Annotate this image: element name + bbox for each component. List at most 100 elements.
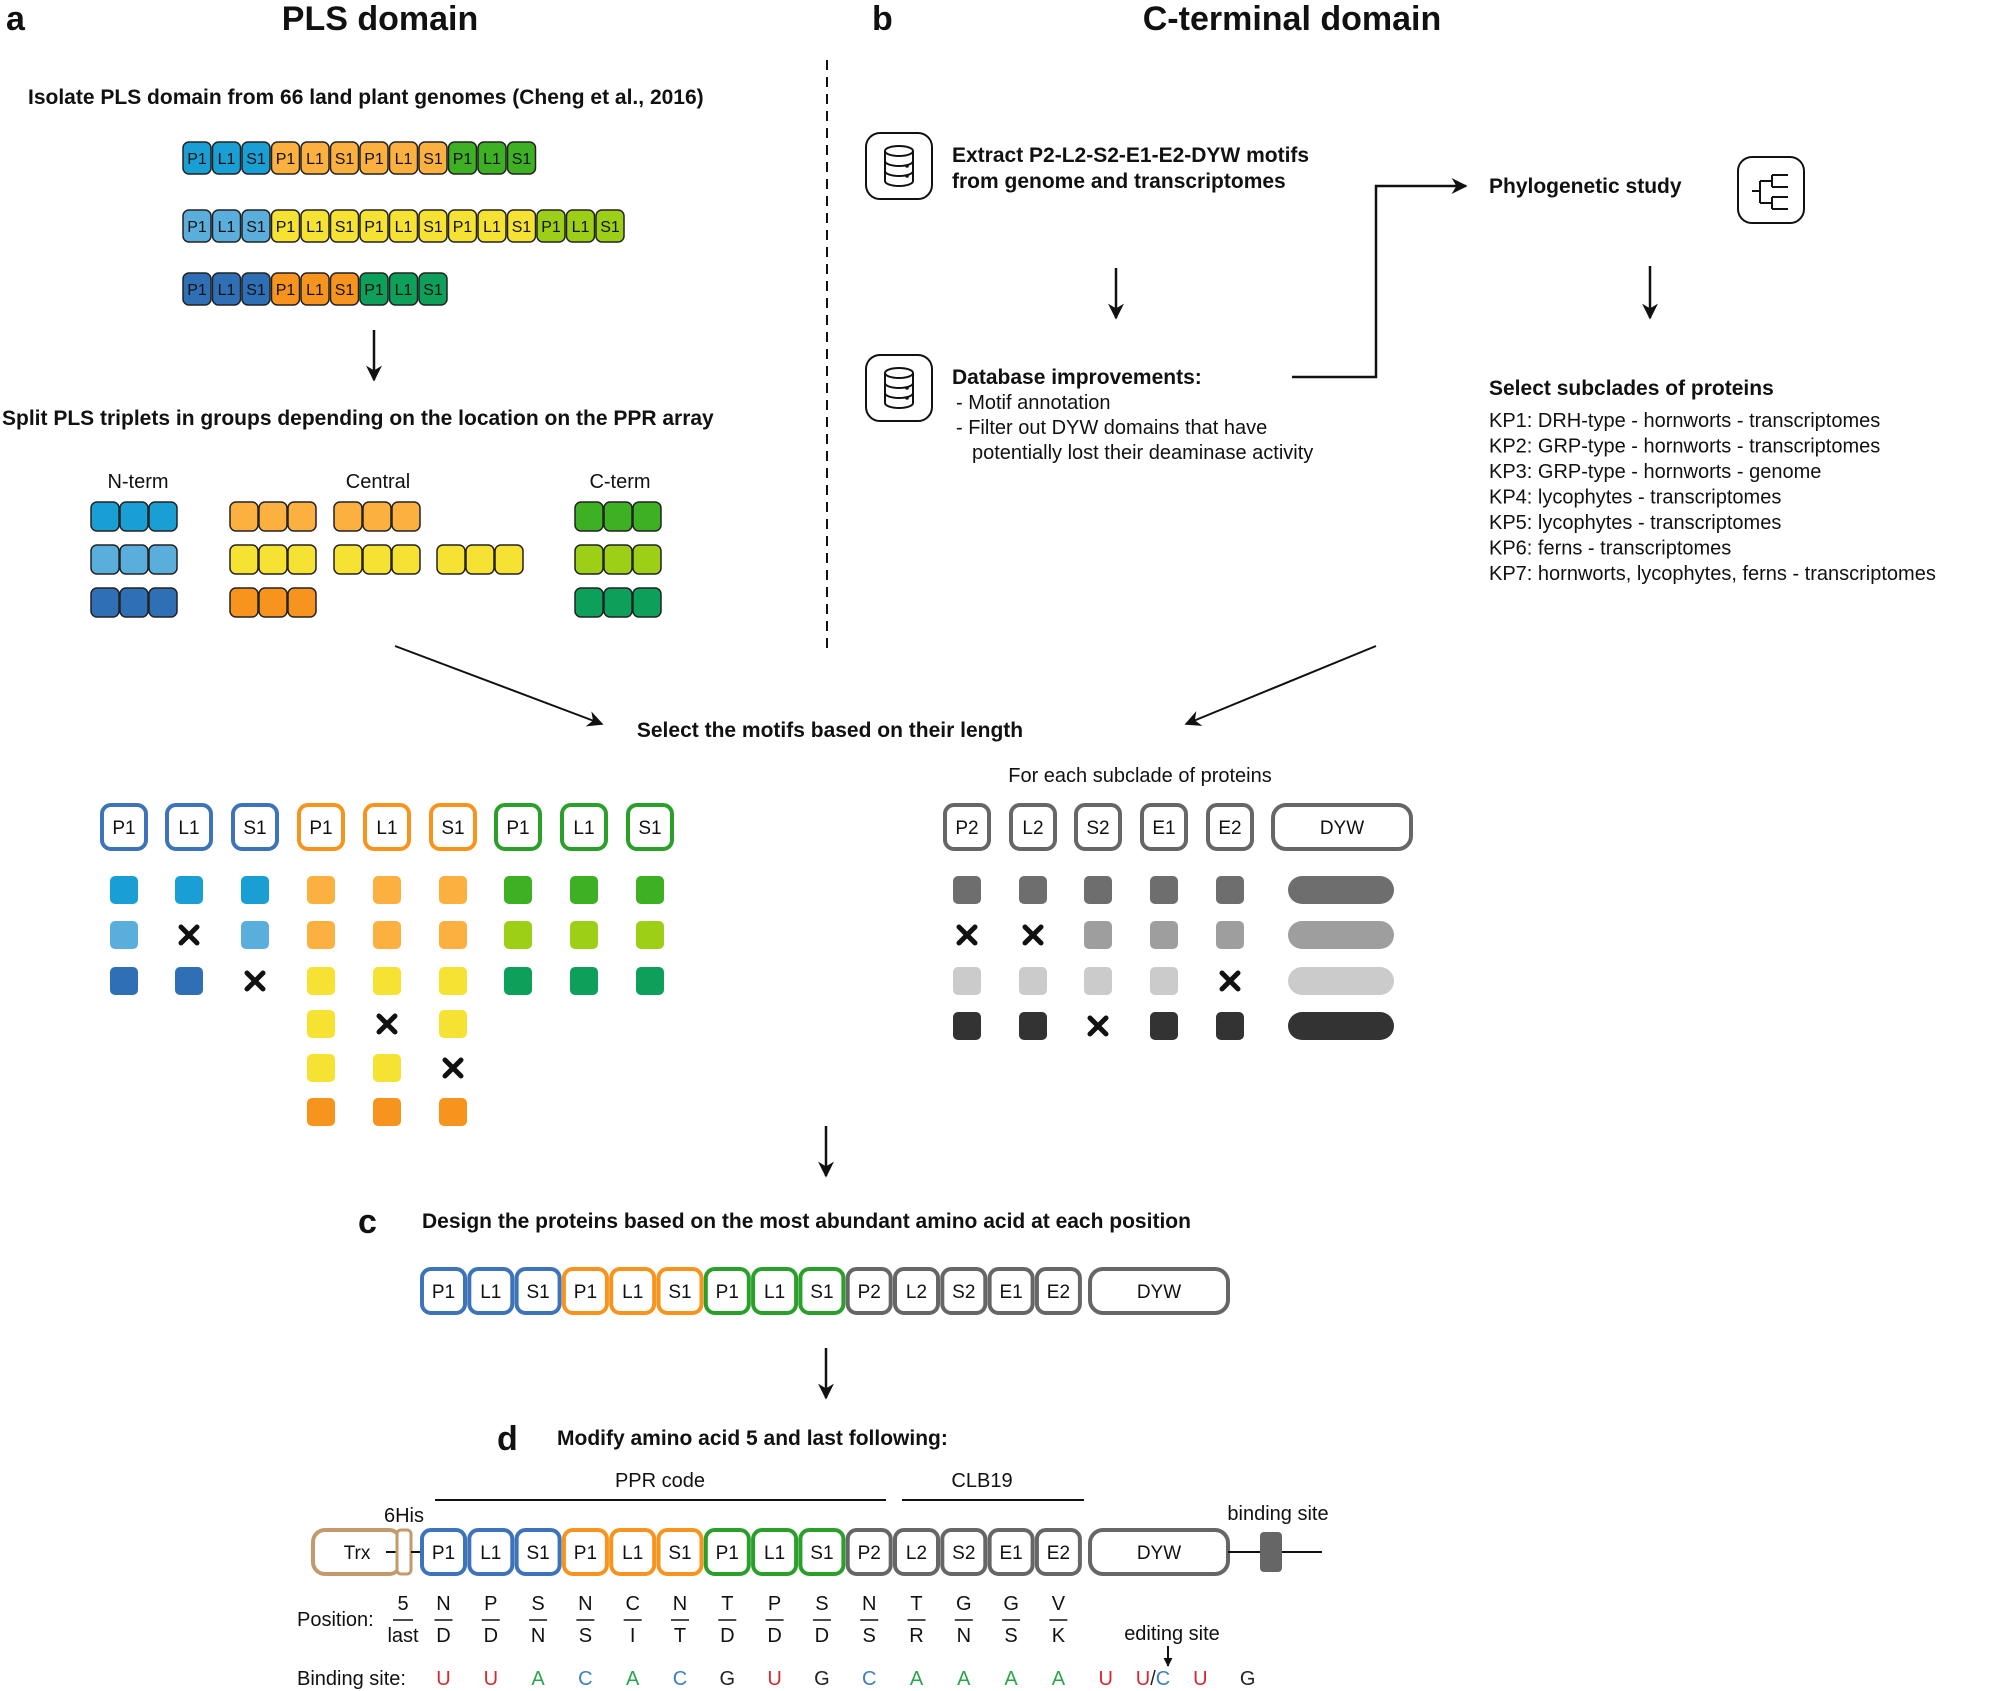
motif-label: P1: [187, 151, 207, 168]
design-motif-label: E1: [999, 1282, 1022, 1303]
position-label: Position:: [297, 1609, 374, 1631]
selected-motif-square: [241, 876, 269, 904]
motif-label: P1: [541, 219, 561, 236]
binding-nucleotide: G: [720, 1668, 736, 1690]
motif-box: [447, 209, 478, 243]
motif-label: P1: [276, 219, 296, 236]
his-tag-label: 6His: [384, 1505, 424, 1527]
triplet-square: [333, 544, 363, 575]
arrow-a-to-select: [394, 645, 604, 727]
excluded-cross-icon: [1219, 970, 1241, 992]
motif-header-label: S1: [441, 818, 464, 839]
selected-motif-square: [570, 921, 598, 949]
construct-motif-label: P1: [574, 1543, 597, 1564]
position-bottom-residue: D: [436, 1625, 450, 1647]
position-bottom-header: last: [387, 1625, 419, 1647]
triplet-square: [119, 501, 149, 532]
triplet-square: [603, 501, 633, 532]
clb19-label: CLB19: [951, 1470, 1012, 1492]
motif-label: L1: [218, 151, 236, 168]
design-motif-box: [940, 1267, 988, 1315]
triplet-square: [287, 544, 317, 575]
motif-label: P1: [187, 219, 207, 236]
motif-label: S1: [423, 282, 443, 299]
motif-box: [270, 141, 301, 175]
construct-motif-box: [893, 1528, 940, 1576]
nucleotide-part: U: [1136, 1668, 1150, 1690]
motif-header-box: [626, 803, 674, 851]
motif-box: [418, 141, 448, 175]
selected-motif-square: [953, 1012, 981, 1040]
triplet-square: [333, 501, 363, 532]
position-bottom-residue: S: [863, 1625, 876, 1647]
position-top-residue: P: [768, 1593, 781, 1615]
excluded-cross-icon: [1087, 1015, 1109, 1037]
design-motif-box: [703, 1267, 751, 1315]
dyw-header-box: [1271, 803, 1413, 851]
selected-motif-square: [570, 967, 598, 995]
triplet-square: [258, 501, 288, 532]
binding-nucleotide: G: [1240, 1668, 1256, 1690]
motif-header-box: [1206, 803, 1254, 851]
isolate-step: Isolate PLS domain from 66 land plant ge…: [28, 86, 704, 109]
motif-label: L1: [306, 282, 324, 299]
construct-motif-box: [703, 1528, 751, 1576]
selected-motif-square: [110, 876, 138, 904]
construct-motif-label: P1: [716, 1543, 739, 1564]
motif-label: L1: [395, 282, 413, 299]
binding-nucleotide: A: [531, 1668, 545, 1690]
selected-motif-square: [307, 1098, 335, 1126]
database-icon: [865, 354, 933, 422]
motif-header-label: P1: [112, 818, 135, 839]
selected-motif-square: [110, 921, 138, 949]
selected-motif-square: [636, 921, 664, 949]
motif-box: [447, 141, 478, 175]
cross-stroke: [1087, 1015, 1109, 1037]
selected-motif-square: [439, 921, 467, 949]
selected-motif-square: [1150, 921, 1178, 949]
selected-motif-square: [1216, 1012, 1244, 1040]
selected-motif-square: [307, 876, 335, 904]
binding-nucleotide: A: [1004, 1668, 1018, 1690]
selected-motif-square: [1216, 876, 1244, 904]
cross-stroke: [178, 924, 200, 946]
extract-step-line1: Extract P2-L2-S2-E1-E2-DYW motifs: [952, 144, 1309, 167]
motif-box: [241, 272, 271, 306]
position-top-header: 5: [397, 1593, 408, 1615]
design-motif-box: [987, 1267, 1035, 1315]
design-motif-label: L1: [480, 1282, 501, 1303]
cross-stroke: [244, 970, 266, 992]
triplet-square: [90, 501, 120, 532]
binding-site-marker: [1260, 1532, 1282, 1572]
construct-motif-label: L2: [906, 1543, 927, 1564]
motif-header-label: P2: [955, 818, 978, 839]
selected-motif-square: [636, 967, 664, 995]
triplet-square: [494, 544, 524, 575]
motif-box: [359, 141, 389, 175]
motif-label: S1: [512, 151, 532, 168]
motif-label: S1: [246, 151, 266, 168]
selected-motif-square: [439, 1010, 467, 1038]
construct-motif-label: L1: [764, 1543, 785, 1564]
selected-dyw-bar: [1288, 1012, 1394, 1040]
tree-icon: [1737, 156, 1805, 224]
motif-label: L1: [218, 219, 236, 236]
motif-box: [388, 272, 419, 306]
triplet-square: [119, 544, 149, 575]
binding-site-label: binding site: [1227, 1503, 1328, 1525]
selected-motif-square: [504, 921, 532, 949]
triplet-groups: [90, 501, 662, 618]
selected-motif-square: [373, 967, 401, 995]
motif-box: [536, 209, 566, 243]
binding-nucleotide: G: [814, 1668, 830, 1690]
selected-motif-square: [307, 967, 335, 995]
motif-header-label: S1: [638, 818, 661, 839]
selected-motif-square: [175, 876, 203, 904]
triplet-square: [258, 587, 288, 618]
nucleotide-part: C: [1156, 1668, 1170, 1690]
position-top-residue: N: [578, 1593, 592, 1615]
excluded-cross-icon: [442, 1057, 464, 1079]
